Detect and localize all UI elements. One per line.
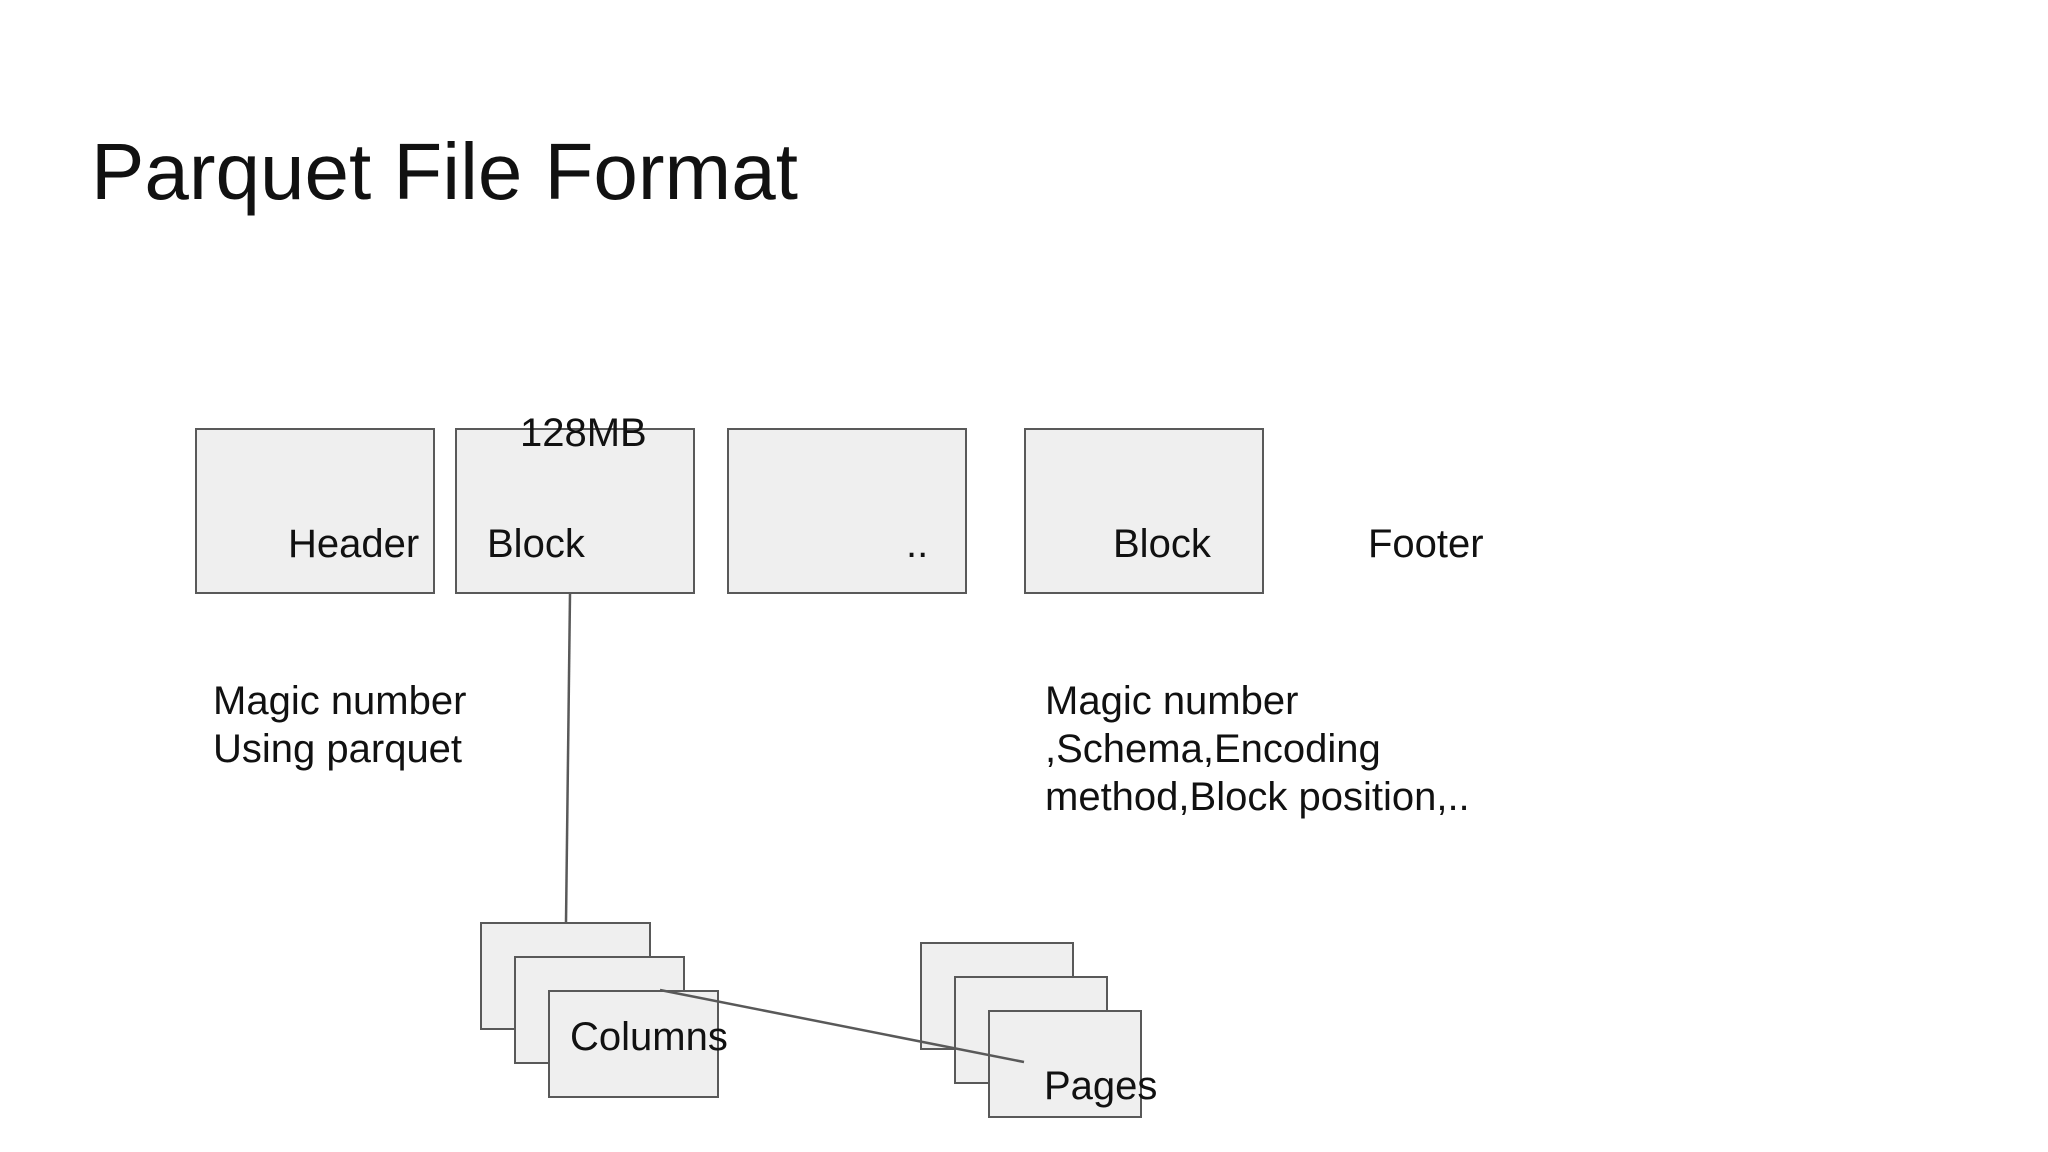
footer-note: Magic number ,Schema,Encoding method,Blo… — [1045, 677, 1470, 821]
footer-note-line-1: Magic number — [1045, 679, 1299, 723]
first-block-box — [455, 428, 695, 594]
ellipsis-label: .. — [906, 522, 929, 566]
header-label: Header — [288, 522, 420, 566]
footer-note-line-3: method,Block position,.. — [1045, 775, 1470, 819]
footer-note-line-2: ,Schema,Encoding — [1045, 727, 1381, 771]
first-block-label: Block — [487, 522, 585, 566]
footer-label: Footer — [1368, 522, 1484, 566]
block-size-label: 128MB — [520, 411, 647, 455]
header-note-line-2: Using parquet — [213, 727, 463, 771]
header-note: Magic number Using parquet — [213, 677, 466, 773]
block-to-columns-connector — [564, 593, 572, 923]
columns-label: Columns — [570, 1015, 728, 1059]
middle-block-box — [727, 428, 967, 594]
last-block-label: Block — [1113, 522, 1211, 566]
header-box — [195, 428, 435, 594]
header-note-line-1: Magic number — [213, 679, 467, 723]
slide-title: Parquet File Format — [91, 127, 798, 216]
pages-label: Pages — [1044, 1064, 1158, 1108]
last-block-box — [1024, 428, 1264, 594]
